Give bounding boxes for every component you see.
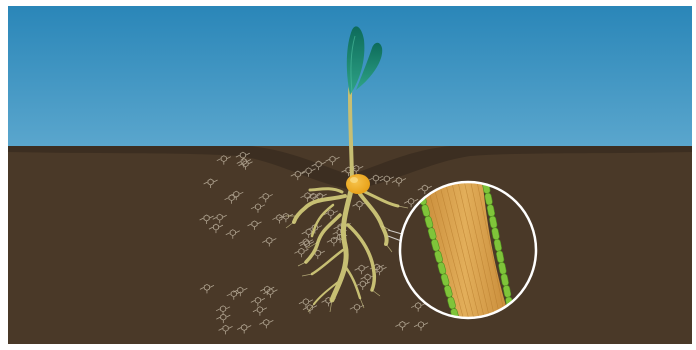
- seed: [346, 174, 370, 194]
- seed-highlight: [350, 177, 358, 183]
